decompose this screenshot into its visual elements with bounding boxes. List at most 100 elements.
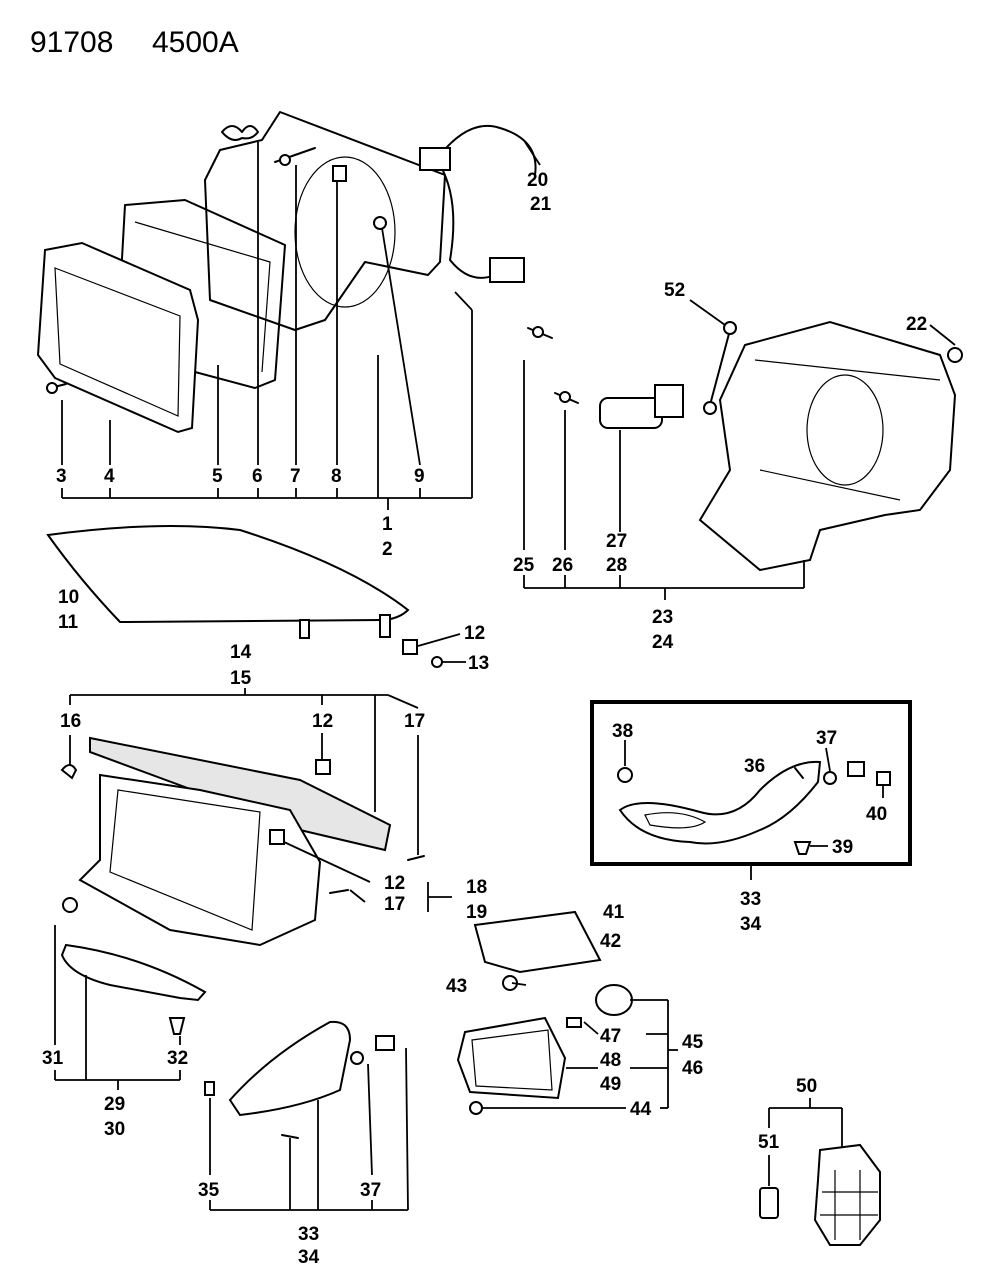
fog-lamp-clip-47	[566, 1017, 582, 1028]
callout-24: 24	[652, 632, 674, 653]
housing-screw-17a	[407, 855, 425, 861]
mounting-screw	[373, 216, 387, 230]
callout-26: 26	[552, 555, 573, 576]
fog-lamp-cap	[595, 984, 633, 1016]
cover-bracket	[379, 614, 391, 638]
callout-28: 28	[606, 555, 627, 576]
callout-17-top: 17	[404, 711, 425, 732]
callout-37-lower: 37	[360, 1180, 381, 1201]
callout-numbers: 3 4 5 6 7 8 9 1 2 20 21 10 11 12 13 14 1…	[42, 170, 927, 1268]
headlamp-leaders	[61, 141, 541, 510]
mounting-plate-opening	[294, 156, 396, 308]
callout-36: 36	[744, 756, 765, 777]
callout-27: 27	[606, 531, 627, 552]
housing-screw-17b	[329, 889, 349, 894]
callout-44: 44	[630, 1099, 652, 1120]
callout-32: 32	[167, 1048, 188, 1069]
callout-13: 13	[468, 653, 489, 674]
turn-lamp-leaders	[209, 1047, 409, 1211]
support-bracket-body	[698, 320, 957, 572]
turn-lamp-bulb	[350, 1051, 364, 1065]
callout-4: 4	[104, 466, 115, 487]
callout-12-lower: 12	[384, 873, 405, 894]
callout-5: 5	[212, 466, 223, 487]
headlamp-cover	[46, 525, 410, 624]
callout-18: 18	[466, 877, 487, 898]
harness-connector-a	[419, 147, 451, 171]
callout-35: 35	[198, 1180, 220, 1201]
callout-15: 15	[230, 668, 252, 689]
headlamp-bezel	[36, 241, 200, 434]
callout-51: 51	[758, 1132, 780, 1153]
turn-lamp-screw	[281, 1134, 299, 1139]
adjusting-spring	[221, 125, 259, 141]
housing-clip-16	[60, 764, 78, 780]
callout-31: 31	[42, 1048, 64, 1069]
housing-nut-12	[315, 759, 331, 775]
corner-lamp-socket	[847, 761, 865, 777]
callout-6: 6	[252, 466, 263, 487]
headlamp-support-bracket	[527, 320, 963, 572]
headlamp-mounting-plate	[204, 111, 446, 331]
inset-frame	[590, 700, 912, 866]
leveling-rod	[709, 329, 731, 406]
callout-23: 23	[652, 607, 673, 628]
callout-33-lower: 33	[298, 1224, 319, 1245]
cover-screw	[431, 656, 443, 668]
callout-21: 21	[530, 194, 552, 215]
callout-46: 46	[682, 1058, 703, 1079]
diagram-code-b: 4500A	[152, 26, 239, 59]
callout-3: 3	[56, 466, 67, 487]
bulb-leaders	[768, 1098, 843, 1186]
housing-top-flange	[89, 736, 392, 852]
side-marker-grommet	[168, 1017, 186, 1035]
bracket-bolt-22	[947, 347, 963, 363]
turn-signal-lens	[228, 1020, 352, 1117]
callout-37-inset: 37	[816, 728, 837, 749]
side-marker-lamp	[60, 943, 207, 1002]
callout-33-inset: 33	[740, 889, 761, 910]
callout-7: 7	[290, 466, 301, 487]
diagram-code-a: 91708	[30, 26, 113, 59]
adjusting-nut	[332, 165, 347, 182]
callout-16: 16	[60, 711, 81, 732]
callout-42: 42	[600, 931, 621, 952]
callout-30: 30	[104, 1119, 125, 1140]
corner-lamp-screw-38	[617, 767, 633, 783]
callout-34-lower: 34	[298, 1247, 320, 1268]
headlamp-assembly	[36, 111, 537, 434]
callout-9: 9	[414, 466, 425, 487]
callout-1: 1	[382, 514, 393, 535]
callout-14: 14	[230, 642, 252, 663]
callout-8: 8	[331, 466, 342, 487]
callout-12-cover: 12	[464, 623, 485, 644]
callout-50: 50	[796, 1076, 817, 1097]
callout-39: 39	[832, 837, 853, 858]
callout-11: 11	[58, 612, 79, 633]
corner-lamp-lens	[618, 760, 822, 845]
housing-leaders	[69, 688, 452, 912]
callout-40: 40	[866, 804, 887, 825]
wiring-harness	[439, 124, 537, 279]
callout-10: 10	[58, 587, 79, 608]
callout-29: 29	[104, 1094, 125, 1115]
fog-lamp-screw-44	[469, 1101, 483, 1115]
callout-43: 43	[446, 976, 467, 997]
fog-lamp-bracket	[473, 910, 602, 974]
headlamp-housing	[60, 736, 425, 947]
cover-clip	[402, 639, 418, 655]
callout-47: 47	[600, 1026, 621, 1047]
turn-lamp-clip	[204, 1081, 215, 1096]
callout-45: 45	[682, 1032, 704, 1053]
callout-52: 52	[664, 280, 685, 301]
housing-nut-12b	[269, 829, 285, 845]
callout-19: 19	[466, 902, 487, 923]
callout-17-lower: 17	[384, 894, 405, 915]
harness-connector-b	[489, 257, 525, 283]
corner-lamp-screw-36	[794, 767, 804, 779]
callout-2: 2	[382, 539, 393, 560]
side-marker-screw	[62, 897, 78, 913]
leveling-motor	[599, 397, 663, 429]
callout-41: 41	[603, 902, 625, 923]
